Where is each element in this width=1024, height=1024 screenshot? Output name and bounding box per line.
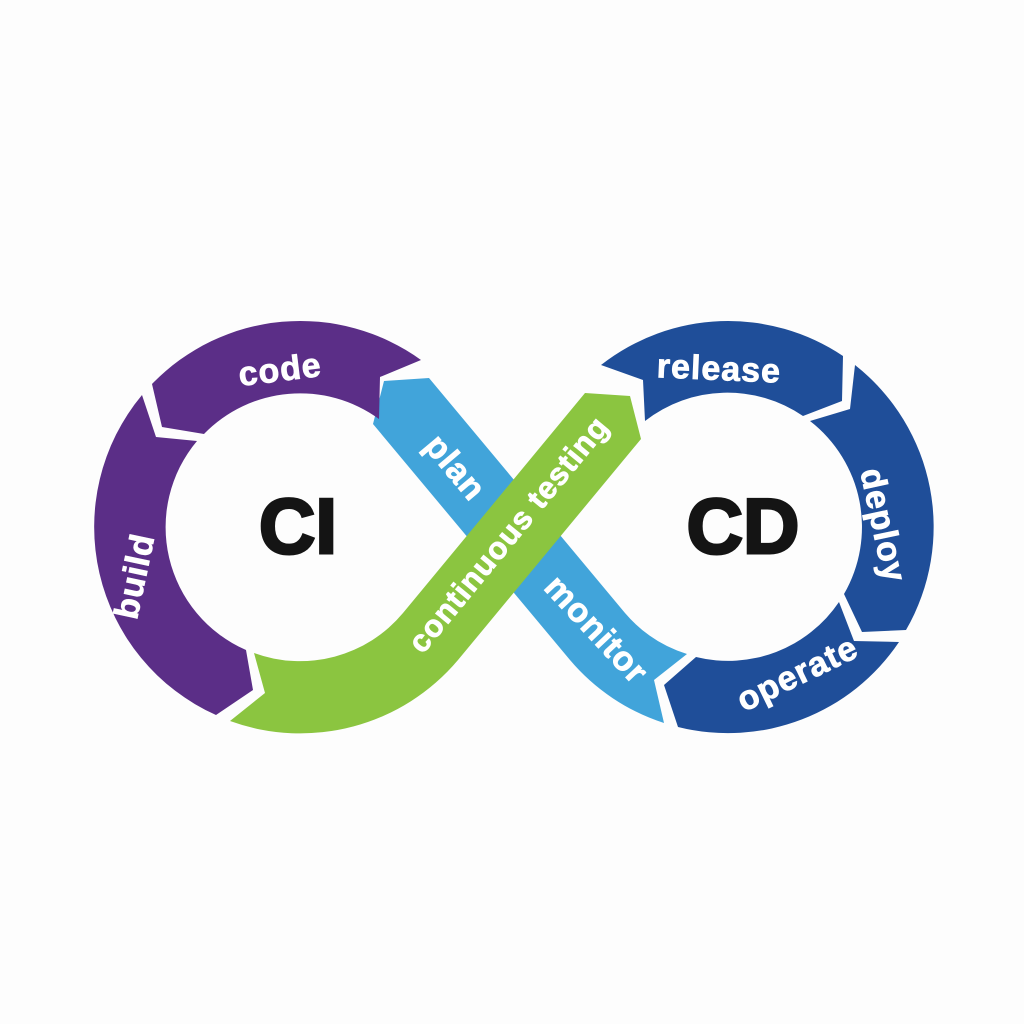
segment-continuous-testing-band	[230, 393, 641, 734]
segment-release-arc	[601, 321, 843, 421]
segment-code-arc	[152, 320, 421, 434]
label-release: release	[656, 347, 782, 390]
left-loop-title: CI	[259, 482, 337, 570]
segment-operate-arc	[664, 602, 899, 734]
segment-deploy-arc	[810, 365, 934, 632]
right-loop-title: CD	[687, 482, 800, 570]
segment-build-arc	[94, 395, 253, 715]
